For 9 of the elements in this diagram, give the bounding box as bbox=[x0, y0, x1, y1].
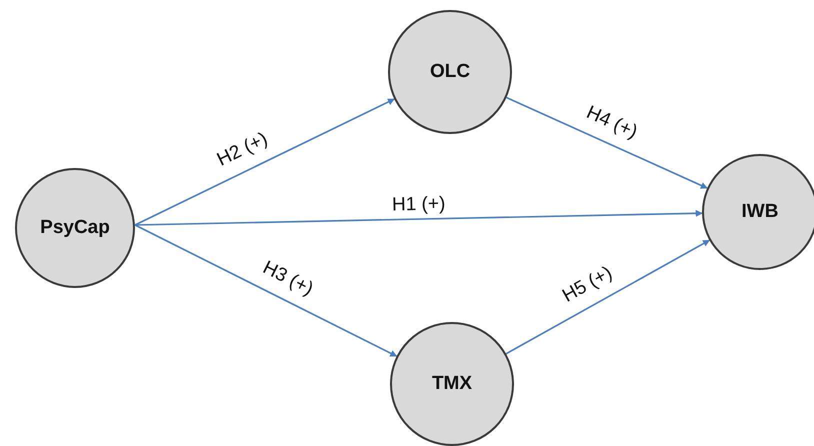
circle-node: OLC bbox=[388, 10, 512, 134]
arrow bbox=[134, 224, 398, 357]
circle-node: TMX bbox=[390, 322, 514, 446]
arrow bbox=[506, 96, 708, 189]
arrow bbox=[506, 240, 710, 354]
circle-node: IWB bbox=[702, 154, 814, 270]
arrow bbox=[134, 98, 395, 226]
arrow bbox=[134, 210, 703, 226]
circle-node: PsyCap bbox=[15, 168, 135, 288]
